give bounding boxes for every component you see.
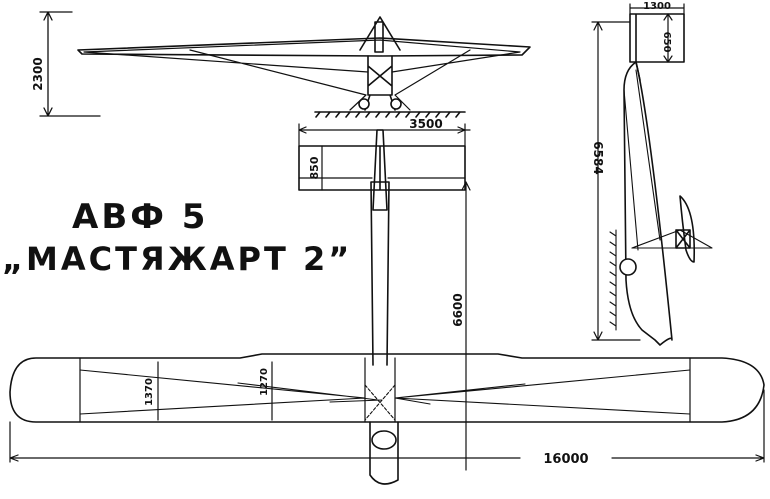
height-dimension-line bbox=[39, 11, 101, 117]
side-width-dimension-label: 1300 bbox=[643, 1, 671, 12]
front-wheel-right bbox=[390, 98, 402, 110]
side-ground bbox=[609, 229, 617, 331]
front-wing bbox=[77, 37, 531, 57]
main-wing-aileron-lines bbox=[79, 357, 691, 423]
tail-span-dimension-label: 3500 bbox=[409, 117, 442, 131]
side-wheel bbox=[619, 258, 637, 276]
front-wheel-left bbox=[358, 98, 370, 110]
wing-chord-dimension-lines bbox=[157, 361, 273, 421]
aircraft-name: „МАСТЯЖАРТ 2” bbox=[2, 240, 353, 278]
main-wing-bracing bbox=[79, 369, 691, 415]
height-dimension-label: 2300 bbox=[31, 57, 45, 90]
side-view bbox=[591, 3, 713, 346]
front-view bbox=[39, 11, 531, 118]
wing-chord-outer-label: 1370 bbox=[144, 378, 155, 406]
wing-chord-inner-label: 1270 bbox=[259, 368, 270, 396]
fuselage-length-dimension-label: 6600 bbox=[451, 293, 465, 326]
tail-span-dimension-line bbox=[298, 123, 471, 147]
side-top-height-dimension-line bbox=[663, 13, 673, 63]
tailplane bbox=[298, 145, 466, 191]
side-cabane bbox=[675, 195, 696, 263]
side-fuselage bbox=[623, 61, 673, 346]
front-pylon bbox=[359, 16, 401, 53]
aircraft-designation: АВФ 5 bbox=[72, 197, 209, 237]
wingspan-dimension-line bbox=[9, 389, 765, 463]
side-length-dimension-line bbox=[591, 21, 641, 341]
side-top-height-dimension-label: 650 bbox=[661, 32, 672, 53]
fuselage bbox=[370, 181, 390, 366]
wingspan-dimension-label: 16000 bbox=[543, 452, 588, 467]
side-width-dimension-line bbox=[629, 3, 685, 15]
center-section-cross bbox=[364, 384, 396, 421]
cockpit bbox=[371, 430, 397, 450]
front-fuselage bbox=[364, 55, 396, 111]
top-view bbox=[9, 123, 765, 485]
front-wing-bracing bbox=[83, 39, 521, 111]
side-fuselage-bracing bbox=[623, 69, 713, 251]
front-ground bbox=[314, 111, 466, 118]
fuselage-length-dimension-line bbox=[461, 181, 471, 471]
side-length-dimension-label: 6584 bbox=[591, 141, 605, 174]
main-wing bbox=[9, 353, 765, 423]
tail-chord-dimension-label: 850 bbox=[308, 156, 321, 179]
fuselage-nose bbox=[369, 421, 399, 485]
